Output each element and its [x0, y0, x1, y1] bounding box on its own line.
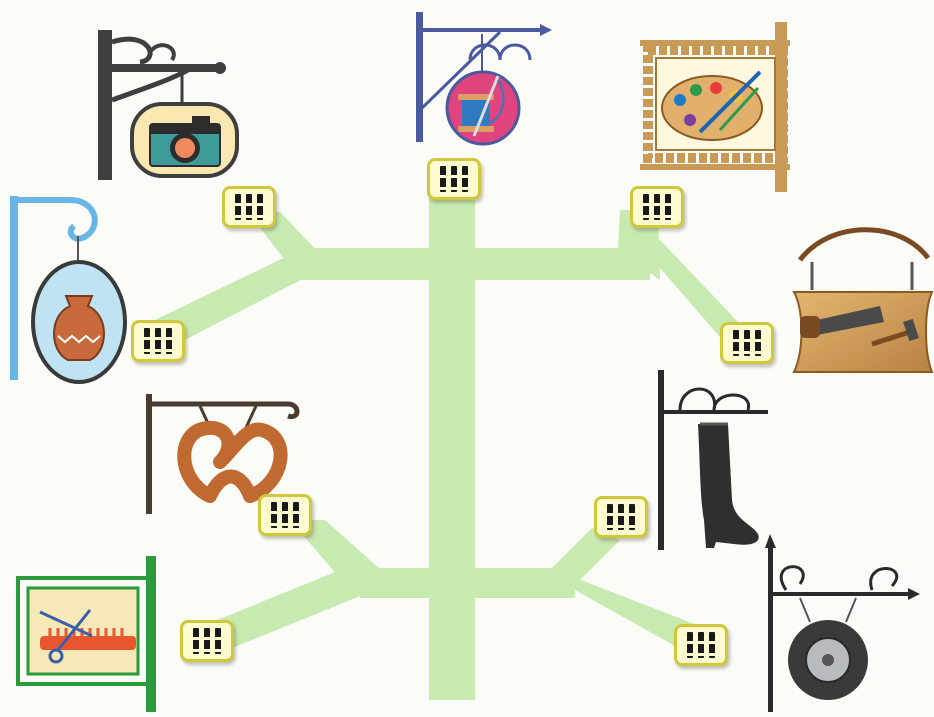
digit-slot [155, 328, 161, 354]
digit-slot [629, 504, 635, 530]
scissors-comb-icon [39, 609, 136, 664]
code-lock-sewing[interactable] [427, 158, 481, 200]
code-lock-shoes[interactable] [594, 496, 648, 538]
barber-shop-sign [16, 556, 156, 712]
digit-slot [257, 194, 263, 220]
digit-slot [744, 330, 750, 356]
digit-slot [271, 502, 277, 528]
digit-slot [687, 632, 693, 658]
digit-slot [733, 330, 739, 356]
code-lock-pottery[interactable] [131, 320, 185, 362]
boot-icon [698, 422, 759, 548]
sign-bracket [148, 401, 300, 420]
sign-post [98, 30, 112, 180]
sign-hanger-arc [798, 227, 931, 262]
digit-slot [462, 166, 468, 192]
hanger-chain-left [799, 597, 811, 623]
code-lock-photo[interactable] [222, 186, 276, 228]
digit-slot [654, 194, 660, 220]
camera-icon [149, 116, 221, 167]
code-lock-barber[interactable] [180, 620, 234, 662]
sign-post [768, 544, 773, 712]
tire-shop-sign [765, 534, 920, 712]
thread-spool-needle-icon [458, 75, 505, 137]
code-lock-bakery[interactable] [258, 494, 312, 536]
hanger-chain-right [845, 597, 857, 623]
sewing-shop-sign [416, 12, 552, 146]
upper-crossbar [300, 248, 650, 280]
branch-upper-left-down [155, 250, 320, 345]
paint-palette-icon [661, 70, 763, 141]
carpentry-shop-sign [792, 227, 934, 373]
sign-bracket [14, 197, 98, 242]
art-shop-sign [640, 22, 790, 192]
digit-slot [144, 328, 150, 354]
frame-bar-top [640, 40, 790, 46]
digit-slot [293, 502, 299, 528]
vase-icon [53, 295, 105, 361]
branch-lower-left-down [205, 568, 375, 655]
digit-slot [246, 194, 252, 220]
branch-lower-left-up [290, 520, 390, 590]
bracket-arrow [908, 588, 920, 600]
digit-slot [215, 628, 221, 654]
digit-slot [235, 194, 241, 220]
frame-bar-bottom [640, 164, 790, 170]
digit-slot [618, 504, 624, 530]
bracket-ornament [779, 565, 899, 591]
sign-post [146, 556, 156, 712]
tire-icon [788, 620, 868, 700]
sign-post [416, 12, 423, 142]
digit-slot [607, 504, 613, 530]
bracket-ornament [468, 43, 532, 61]
bracket-ornament [148, 43, 176, 62]
bakery-shop-sign [146, 394, 300, 514]
digit-slot [193, 628, 199, 654]
bracket-knob [214, 62, 226, 74]
photo-shop-sign [98, 30, 239, 180]
bracket-arrow [540, 24, 552, 36]
sign-frame [16, 576, 150, 686]
digit-slot [643, 194, 649, 220]
sign-board [792, 291, 934, 373]
digit-slot [282, 502, 288, 528]
digit-slot [440, 166, 446, 192]
pottery-shop-sign [10, 196, 127, 384]
shoe-shop-sign [658, 370, 768, 550]
bracket-ornament [678, 387, 750, 411]
sign-post [658, 370, 664, 550]
digit-slot [451, 166, 457, 192]
digit-slot [204, 628, 210, 654]
branch-lower-right-down [555, 570, 710, 660]
code-lock-carpentry[interactable] [720, 322, 774, 364]
saw-hammer-icon [800, 306, 919, 347]
pretzel-icon [177, 420, 288, 503]
digit-slot [698, 632, 704, 658]
code-lock-art[interactable] [630, 186, 684, 228]
sign-frame [643, 45, 788, 163]
digit-slot [166, 328, 172, 354]
digit-slot [709, 632, 715, 658]
digit-slot [665, 194, 671, 220]
sign-post [146, 394, 152, 514]
sign-post [10, 196, 18, 380]
path-network [155, 190, 760, 700]
digit-slot [755, 330, 761, 356]
post-finial [765, 534, 776, 548]
lower-crossbar [360, 568, 575, 598]
code-lock-tyres[interactable] [674, 624, 728, 666]
